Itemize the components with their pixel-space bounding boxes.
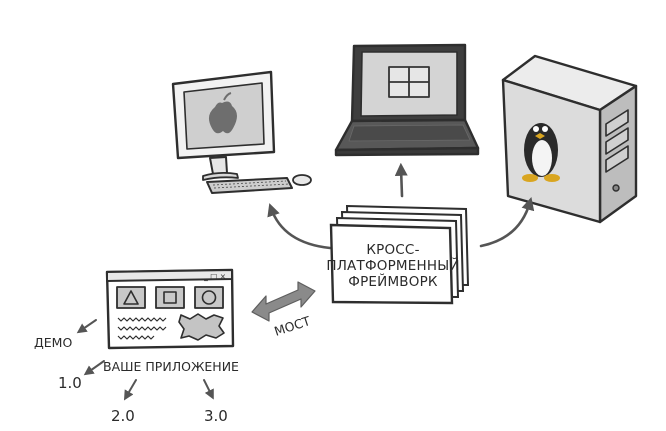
arrow-to-laptop: [394, 162, 408, 198]
mac-desktop: [171, 70, 312, 194]
square-icon: [163, 291, 177, 304]
windows-laptop: [334, 43, 480, 157]
linux-tower: [501, 54, 638, 224]
framework-label-line-2: ПЛАТФОРМЕННЫЙ: [326, 256, 459, 274]
framework-label-line-3: ФРЕЙМВОРК: [348, 272, 438, 290]
arrow-to-linux: [479, 196, 535, 248]
image-placeholder: [178, 313, 225, 341]
arrow-to-v1: [83, 360, 105, 376]
platform-arrows: [267, 162, 535, 250]
triangle-icon: [123, 290, 139, 305]
app-label: ВАШЕ ПРИЛОЖЕНИЕ: [103, 359, 239, 374]
arrow-to-v2: [123, 379, 137, 401]
arrow-to-mac: [267, 203, 332, 250]
app-window: _ □ ×: [105, 268, 235, 350]
tux-icon: [522, 123, 560, 182]
version-3-0: 3.0: [204, 407, 228, 425]
arrow-to-demo: [76, 319, 97, 334]
bridge-arrow: [251, 281, 316, 322]
keyboard: [206, 177, 293, 194]
version-1-0: 1.0: [58, 374, 82, 392]
version-arrows: [76, 319, 214, 401]
apple-icon: [208, 92, 237, 134]
version-demo: ДЕМО: [34, 335, 72, 350]
circle-icon: [201, 290, 217, 305]
framework-stack: [329, 204, 470, 305]
mouse: [292, 174, 312, 186]
arrow-to-v3: [203, 379, 214, 400]
text-placeholder: [117, 317, 167, 340]
app-window-controls: _ □ ×: [203, 272, 226, 281]
bridge-label: МОСТ: [272, 313, 312, 339]
version-2-0: 2.0: [111, 407, 135, 425]
windows-icon: [388, 66, 430, 98]
framework-label-line-1: КРОСС-: [366, 242, 419, 258]
